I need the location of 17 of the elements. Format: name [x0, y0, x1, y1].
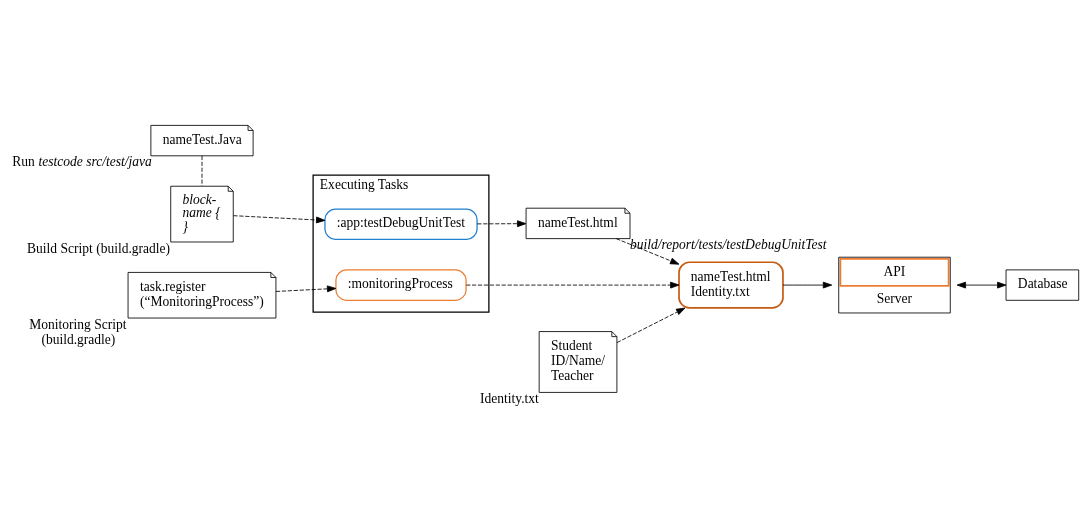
- node-box: :monitoringProcess: [335, 268, 467, 301]
- arrow: [782, 281, 833, 288]
- node-label: Run testcode src/test/java: [12, 153, 152, 169]
- node-box: :app:testDebugUnitTest: [324, 207, 478, 240]
- arrow: [476, 219, 527, 227]
- arrow: [615, 237, 680, 265]
- arrow: [233, 214, 326, 223]
- node-box: nameTest.html Identity.txt: [678, 260, 784, 309]
- arrow: [616, 307, 686, 343]
- arrow: [956, 281, 1007, 288]
- node-label: Build Script (build.gradle): [27, 240, 171, 256]
- node-label: Identity.txt: [480, 390, 539, 406]
- arrow: [465, 281, 680, 288]
- node-box: Database: [1005, 268, 1080, 301]
- arrow: [275, 284, 337, 292]
- node-label: build/report/tests/testDebugUnitTest: [630, 236, 827, 252]
- node-label: Monitoring Script (build.gradle): [29, 316, 127, 347]
